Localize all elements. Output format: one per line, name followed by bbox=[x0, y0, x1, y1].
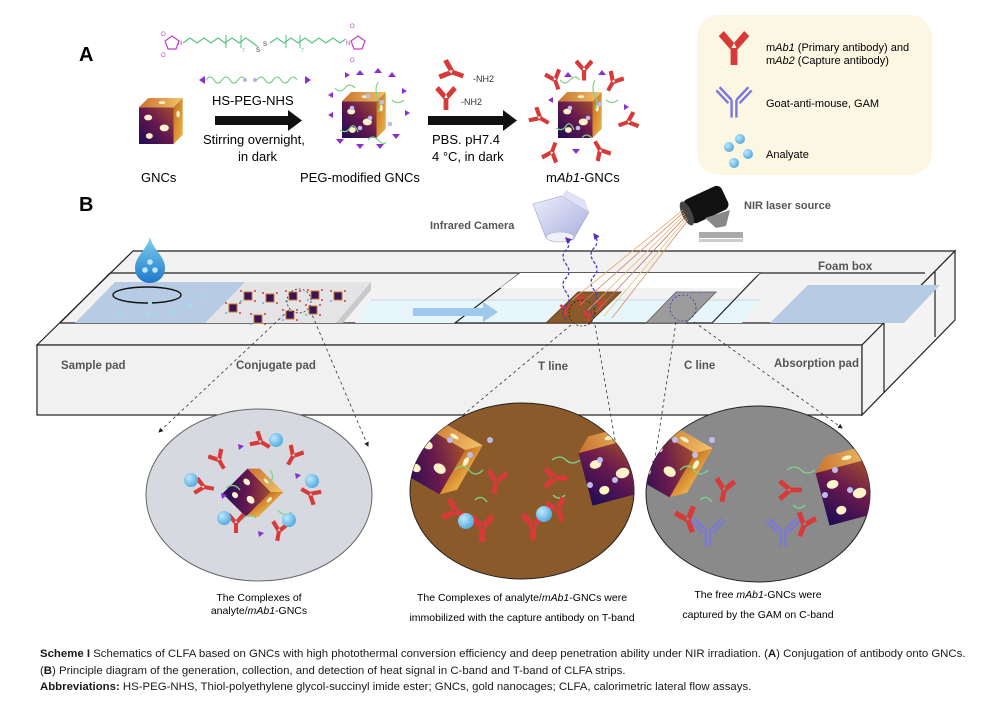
zoom-circle-t-band bbox=[409, 402, 635, 580]
svg-text:O: O bbox=[350, 24, 355, 30]
svg-text:O: O bbox=[161, 32, 166, 38]
lfa-strip bbox=[75, 272, 940, 327]
svg-text:-NH2: -NH2 bbox=[473, 74, 494, 84]
t-line-label: T line bbox=[538, 361, 568, 373]
peg-chains-illustration bbox=[199, 76, 311, 84]
svg-text:S: S bbox=[263, 42, 267, 48]
caption-heading: Scheme I bbox=[40, 648, 91, 660]
svg-text:7: 7 bbox=[242, 48, 245, 54]
caption-ref-a: A bbox=[767, 648, 777, 660]
caption-abbreviations: Abbreviations: HS-PEG-NHS, Thiol-polyeth… bbox=[40, 679, 970, 696]
gnc-cube-icon bbox=[139, 98, 183, 144]
caption-text-2: ) Conjugation of antibody onto GNCs. ( bbox=[40, 648, 966, 677]
legend-item-gam: Goat-anti-mouse, GAM bbox=[766, 98, 879, 110]
step1-condition-1: Stirring overnight, bbox=[203, 132, 305, 147]
mab1-gnc-icon bbox=[526, 59, 641, 165]
legend-item-mab-line2: mAb2 (Capture antibody) bbox=[766, 55, 889, 67]
caption-ref-b: B bbox=[43, 664, 53, 677]
absorption-pad-label: Absorption pad bbox=[774, 358, 859, 370]
mab1-gncs-label: mAb1-GNCs bbox=[546, 170, 620, 185]
infrared-camera-icon bbox=[532, 190, 590, 243]
gncs-label: GNCs bbox=[141, 170, 177, 185]
c-line-label: C line bbox=[684, 360, 715, 372]
nir-laser-label: NIR laser source bbox=[744, 200, 831, 212]
legend: mAb1 (Primary antibody) and mAb2 (Captur… bbox=[697, 15, 932, 175]
step1-condition-2: in dark bbox=[238, 149, 278, 164]
peg-molecule-structure: O O N 7 S S 7 N O O bbox=[161, 24, 366, 64]
zoom-guide-lines bbox=[158, 309, 843, 466]
c-band-caption-line1: The free mAb1-GNCs were bbox=[694, 589, 821, 601]
legend-item-analyte: Analyate bbox=[766, 149, 809, 161]
conjugate-pad-label: Conjugate pad bbox=[236, 360, 316, 372]
panel-a-label: A bbox=[79, 44, 93, 66]
conjugate-caption-line2: analyte/mAb1-GNCs bbox=[211, 605, 307, 617]
c-band-caption-line2: captured by the GAM on C-band bbox=[682, 609, 833, 621]
zoom-circle-conjugate bbox=[145, 408, 373, 582]
caption-text-1: Schematics of CLFA based on GNCs with hi… bbox=[90, 648, 768, 660]
peg-modified-gncs-label: PEG-modified GNCs bbox=[300, 170, 420, 185]
foam-box-label: Foam box bbox=[818, 261, 873, 273]
figure-caption: Scheme I Schematics of CLFA based on GNC… bbox=[40, 646, 970, 696]
svg-text:S: S bbox=[256, 48, 260, 54]
t-band-caption-line1: The Complexes of analyte/mAb1-GNCs were bbox=[417, 592, 627, 604]
step2-condition-1: PBS. pH7.4 bbox=[432, 132, 500, 147]
legend-item-mab: mAb1 (Primary antibody) and bbox=[766, 42, 909, 54]
caption-main: Scheme I Schematics of CLFA based on GNC… bbox=[40, 646, 970, 679]
sample-drop-icon bbox=[135, 237, 165, 283]
svg-text:7: 7 bbox=[301, 48, 304, 54]
foam-box bbox=[35, 249, 957, 417]
reagent-label: HS-PEG-NHS bbox=[212, 93, 294, 108]
svg-text:N: N bbox=[346, 41, 350, 47]
caption-text-3: ) Principle diagram of the generation, c… bbox=[52, 664, 626, 677]
infrared-camera-label: Infrared Camera bbox=[430, 220, 515, 232]
sample-pad-label: Sample pad bbox=[61, 360, 126, 372]
svg-text:N: N bbox=[178, 41, 182, 47]
zoom-circle-c-band bbox=[645, 405, 871, 583]
absorption-pad bbox=[770, 285, 940, 323]
flow-arrow bbox=[413, 302, 498, 322]
legend-box bbox=[697, 15, 932, 175]
t-band-caption-line2: immobilized with the capture antibody on… bbox=[409, 612, 634, 624]
svg-text:-NH2: -NH2 bbox=[461, 97, 482, 107]
reaction-arrow-2 bbox=[428, 110, 517, 131]
nir-laser-icon bbox=[679, 185, 743, 242]
abbreviations-heading: Abbreviations: bbox=[40, 681, 120, 693]
peg-modified-gnc-icon bbox=[328, 68, 410, 149]
svg-text:O: O bbox=[350, 58, 355, 64]
laser-beams bbox=[571, 209, 689, 319]
panel-b-label: B bbox=[79, 194, 93, 216]
conjugate-caption-line1: The Complexes of bbox=[216, 592, 301, 604]
c-line-band bbox=[645, 291, 717, 324]
svg-text:O: O bbox=[161, 53, 166, 59]
step2-condition-2: 4 °C, in dark bbox=[432, 149, 504, 164]
analyte-dots-icon bbox=[724, 134, 753, 168]
reaction-arrow-1 bbox=[215, 110, 302, 131]
abbreviations-text: HS-PEG-NHS, Thiol-polyethylene glycol-su… bbox=[119, 681, 752, 693]
sample-spot bbox=[112, 286, 182, 304]
antibody-nh2-icon: -NH2 -NH2 bbox=[435, 57, 494, 110]
